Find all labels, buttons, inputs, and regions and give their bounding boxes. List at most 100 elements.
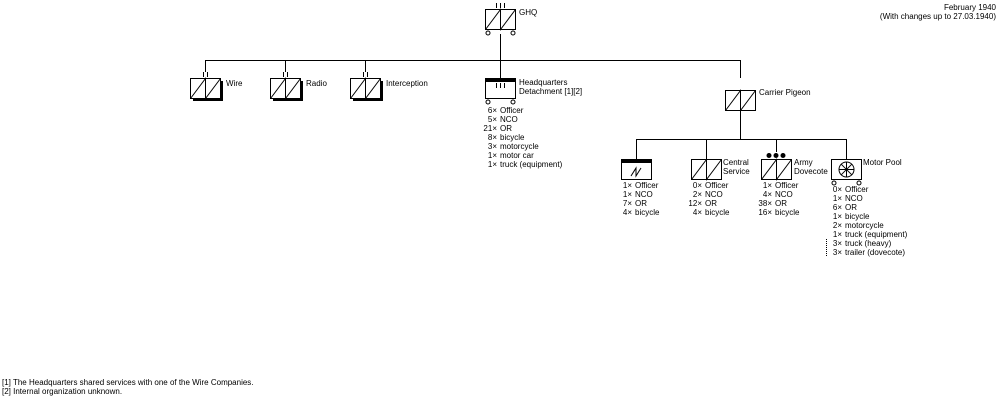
- strength-count: 2×: [693, 190, 702, 199]
- strength-count: 6×: [488, 106, 497, 115]
- headquarters-symbol-icon: [485, 78, 516, 99]
- strength-item: bicycle: [775, 208, 800, 217]
- motor-transport-symbol-icon: [831, 159, 862, 180]
- strength-item: OR: [775, 199, 787, 208]
- ghq-label: GHQ: [519, 8, 537, 17]
- strength-count: 1×: [833, 212, 842, 221]
- motorized-wheels-icon: [485, 99, 516, 105]
- motor-pool-strength-list: 0×Officer1×NCO6×OR1×bicycle2×motorcycle1…: [833, 185, 908, 257]
- hq-detachment-unit: Headquarters Detachment [1][2] 6×Officer…: [483, 78, 582, 169]
- strength-item: Officer: [635, 181, 659, 190]
- signal-unit-symbol-icon: [350, 77, 383, 101]
- carrier-pigeon-unit: Carrier Pigeon: [725, 88, 811, 112]
- strength-count: 1×: [488, 160, 497, 169]
- radio-label: Radio: [306, 79, 327, 88]
- strength-count: 1×: [833, 194, 842, 203]
- strength-count: 5×: [488, 115, 497, 124]
- hq-detachment-label-line2: Detachment [1][2]: [519, 87, 582, 96]
- strength-count: 1×: [763, 181, 772, 190]
- hq-detachment-label-line1: Headquarters: [519, 78, 567, 87]
- army-dovecote-label-line2: Dovecote: [794, 167, 828, 176]
- wire-unit: Wire: [190, 72, 243, 101]
- strength-item: OR: [705, 199, 717, 208]
- strength-count: 3×: [833, 239, 842, 248]
- strength-item: truck (equipment): [845, 230, 908, 239]
- header-changes-note: (With changes up to 27.03.1940): [879, 12, 996, 21]
- strength-item: OR: [500, 124, 512, 133]
- battalion-marker-icon: [283, 72, 288, 77]
- wire-label: Wire: [226, 79, 243, 88]
- strength-item: bicycle: [500, 133, 525, 142]
- strength-item: bicycle: [635, 208, 660, 217]
- signal-unit-symbol-icon: [485, 8, 516, 31]
- headquarters-symbol-icon: [621, 159, 652, 180]
- company-size-marker-icon: [766, 153, 786, 158]
- strength-count: 38×: [758, 199, 772, 208]
- strength-count: 21×: [483, 124, 497, 133]
- motorized-wheels-icon: [831, 180, 862, 186]
- strength-item: bicycle: [705, 208, 730, 217]
- army-size-marker-icon: [496, 3, 505, 8]
- strength-item: motor car: [500, 151, 534, 160]
- strength-count: 4×: [693, 208, 702, 217]
- footnote-1: [1] The Headquarters shared services wit…: [2, 378, 254, 387]
- strength-count: 4×: [763, 190, 772, 199]
- signal-unit-symbol-icon: [691, 158, 722, 181]
- strength-item: motorcycle: [500, 142, 539, 151]
- strength-count: 0×: [833, 185, 842, 194]
- strength-count: 6×: [833, 203, 842, 212]
- strength-item: NCO: [705, 190, 723, 199]
- strength-item: Officer: [775, 181, 799, 190]
- army-dovecote-label-line1: Army: [794, 158, 813, 167]
- army-dovecote-unit: Army Dovecote 1×Officer4×NCO38×OR16×bicy…: [758, 153, 828, 217]
- connector-lines: [205, 34, 847, 159]
- signal-unit-symbol-icon: [725, 89, 756, 112]
- motor-pool-unit: Motor Pool 0×Officer1×NCO6×OR1×bicycle2×…: [826, 158, 908, 257]
- strength-count: 1×: [833, 230, 842, 239]
- signal-unit-symbol-icon: [270, 77, 303, 101]
- strength-count: 1×: [623, 190, 632, 199]
- strength-count: 3×: [488, 142, 497, 151]
- strength-count: 2×: [833, 221, 842, 230]
- strength-count: 1×: [488, 151, 497, 160]
- strength-count: 0×: [693, 181, 702, 190]
- strength-count: 16×: [758, 208, 772, 217]
- strength-item: bicycle: [845, 212, 870, 221]
- interception-unit: Interception: [350, 72, 428, 101]
- strength-item: truck (equipment): [500, 160, 563, 169]
- carrier-pigeon-label: Carrier Pigeon: [759, 88, 811, 97]
- strength-count: 7×: [623, 199, 632, 208]
- battalion-marker-icon: [203, 72, 208, 77]
- strength-count: 8×: [488, 133, 497, 142]
- header-date: February 1940: [943, 3, 996, 12]
- radio-unit: Radio: [270, 72, 327, 101]
- motorized-wheels-icon: [485, 30, 516, 36]
- strength-item: truck (heavy): [845, 239, 892, 248]
- strength-item: Officer: [500, 106, 524, 115]
- central-service-unit: Central Service 0×Officer2×NCO12×OR4×bic…: [688, 158, 750, 217]
- strength-item: NCO: [775, 190, 793, 199]
- header-date-block: February 1940 (With changes up to 27.03.…: [880, 3, 996, 21]
- central-service-label-line2: Service: [723, 167, 750, 176]
- strength-item: trailer (dovecote): [845, 248, 905, 257]
- interception-label: Interception: [386, 79, 428, 88]
- strength-item: NCO: [500, 115, 518, 124]
- battalion-marker-icon: [363, 72, 368, 77]
- motor-pool-label: Motor Pool: [863, 158, 902, 167]
- central-service-label-line1: Central: [723, 158, 749, 167]
- signal-unit-symbol-icon: [761, 158, 792, 181]
- footnote-2: [2] Internal organization unknown.: [2, 387, 123, 396]
- strength-count: 4×: [623, 208, 632, 217]
- strength-item: OR: [845, 203, 857, 212]
- ghq-unit: GHQ: [485, 3, 537, 36]
- strength-count: 12×: [688, 199, 702, 208]
- strength-item: OR: [635, 199, 647, 208]
- strength-item: Officer: [845, 185, 869, 194]
- strength-item: NCO: [635, 190, 653, 199]
- strength-count: 1×: [623, 181, 632, 190]
